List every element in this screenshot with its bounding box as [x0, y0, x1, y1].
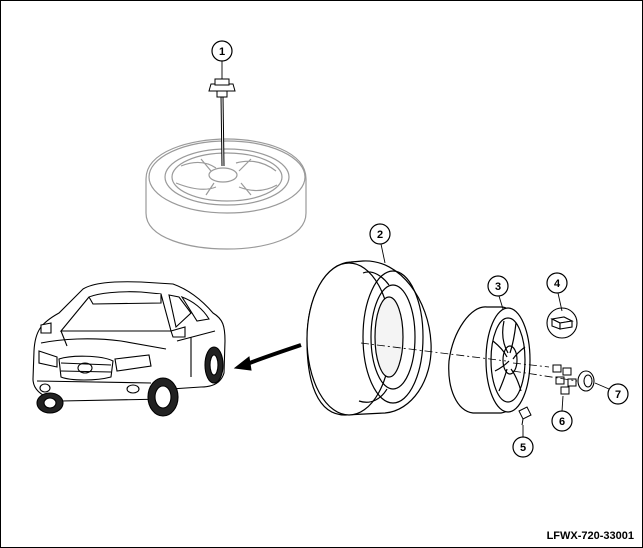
- svg-text:5: 5: [520, 442, 526, 454]
- spare-tire-illustration: [145, 138, 307, 250]
- center-cap: [577, 370, 595, 392]
- svg-text:2: 2: [377, 229, 383, 241]
- assembly-axis-lines: [360, 342, 578, 382]
- callout-leaders: [221, 61, 610, 437]
- callout-6: 6: [551, 410, 573, 432]
- wheel-illustration: [448, 306, 531, 414]
- callout-7: 7: [607, 383, 629, 405]
- vehicle-illustration: [32, 281, 226, 417]
- svg-text:3: 3: [495, 281, 501, 293]
- figure-reference-code: LFWX-720-33001: [546, 530, 634, 542]
- svg-text:6: 6: [559, 416, 565, 428]
- callout-1: 1: [211, 40, 233, 62]
- balance-weight: [546, 307, 578, 339]
- direction-arrow: [233, 343, 302, 371]
- wheel-nuts: [552, 364, 577, 395]
- tire-valve: [518, 406, 532, 426]
- svg-text:4: 4: [554, 278, 561, 290]
- callout-3: 3: [487, 275, 509, 297]
- svg-text:7: 7: [615, 389, 621, 401]
- tire-illustration: [306, 260, 432, 416]
- callout-4: 4: [546, 272, 568, 294]
- callout-5: 5: [512, 436, 534, 458]
- callout-2: 2: [369, 223, 391, 245]
- svg-text:1: 1: [219, 46, 225, 58]
